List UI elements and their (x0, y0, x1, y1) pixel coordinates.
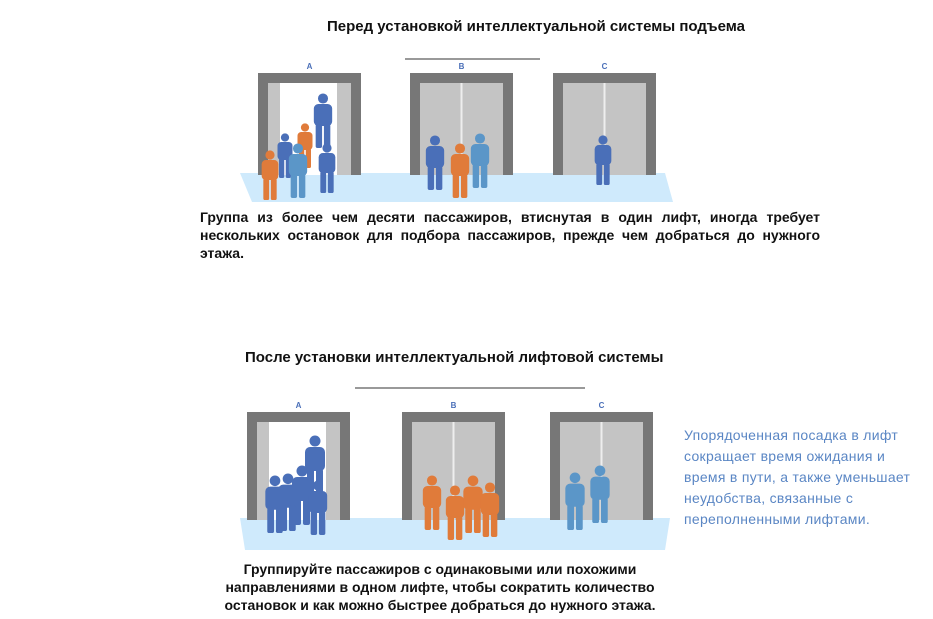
person-icon (261, 150, 279, 200)
elevator-label: C (602, 62, 608, 71)
person-icon (318, 143, 336, 193)
person-icon (308, 480, 328, 535)
elevator-label: A (296, 401, 302, 410)
person-icon (590, 465, 610, 523)
after-caption: Группируйте пассажиров с одинаковыми или… (224, 561, 656, 613)
elevator-label: B (451, 401, 457, 410)
person-icon (565, 472, 585, 530)
person-icon (288, 143, 308, 198)
person-icon (265, 475, 285, 533)
before-title: Перед установкой интеллектуальной систем… (326, 18, 745, 35)
after-elevator-illustration: A B C (240, 387, 670, 550)
floor (240, 518, 670, 550)
person-icon (480, 482, 500, 537)
person-icon (425, 135, 445, 190)
elevator-label: A (307, 62, 313, 71)
person-icon (445, 485, 465, 540)
person-icon (277, 133, 293, 178)
person-icon (450, 143, 470, 198)
before-caption: Группа из более чем десяти пассажиров, в… (200, 209, 820, 261)
person-icon (594, 135, 612, 185)
person-icon (422, 475, 442, 530)
person-icon (313, 93, 333, 148)
after-title: После установки интеллектуальной лифтово… (245, 349, 664, 366)
elevator-label: B (459, 62, 465, 71)
person-icon (463, 475, 483, 533)
after-side-note: Упорядоченная посадка в лифт сокращает в… (684, 427, 911, 527)
before-elevator-illustration: A B C (240, 58, 673, 202)
elevator-label: C (599, 401, 605, 410)
person-icon (470, 133, 490, 188)
